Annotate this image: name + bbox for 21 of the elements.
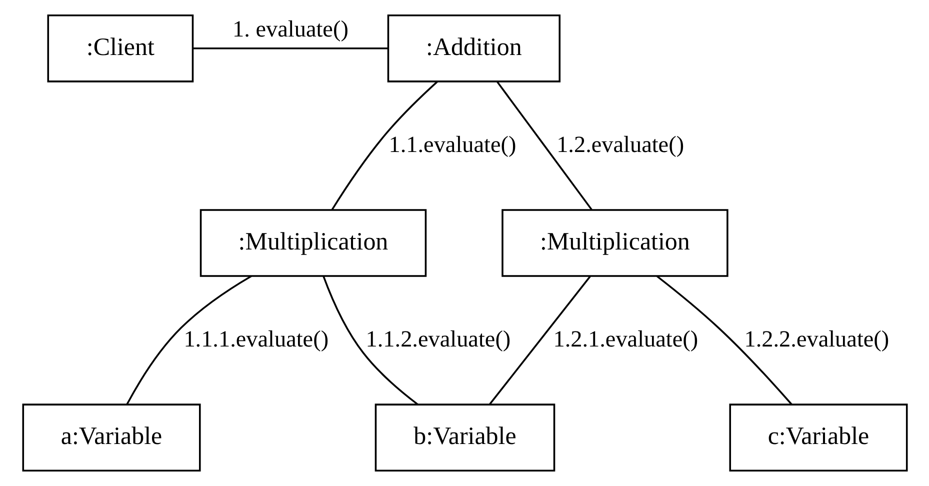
node-box: :Client [46, 14, 194, 82]
edge-label: 1.1.1.evaluate() [183, 326, 328, 352]
node-box: :Addition [386, 14, 560, 82]
edge-label: 1.2.evaluate() [556, 132, 684, 158]
connector [330, 81, 438, 210]
node-box: a:Variable [22, 404, 200, 472]
node-box: b:Variable [374, 404, 555, 472]
connector [656, 275, 792, 405]
connector [496, 81, 592, 210]
edge-label: 1.2.1.evaluate() [552, 326, 698, 352]
node-box: :Multiplication [199, 209, 426, 277]
connector [126, 275, 252, 405]
edge-label: 1. evaluate() [232, 16, 348, 43]
connector [192, 48, 388, 50]
node-box: :Multiplication [501, 209, 728, 277]
connector [488, 276, 590, 405]
node-box: c:Variable [728, 404, 908, 472]
edge-label: 1.1.evaluate() [388, 132, 516, 158]
edge-label: 1.1.2.evaluate() [365, 326, 510, 352]
edge-label: 1.2.2.evaluate() [744, 326, 889, 352]
connector [322, 276, 418, 406]
